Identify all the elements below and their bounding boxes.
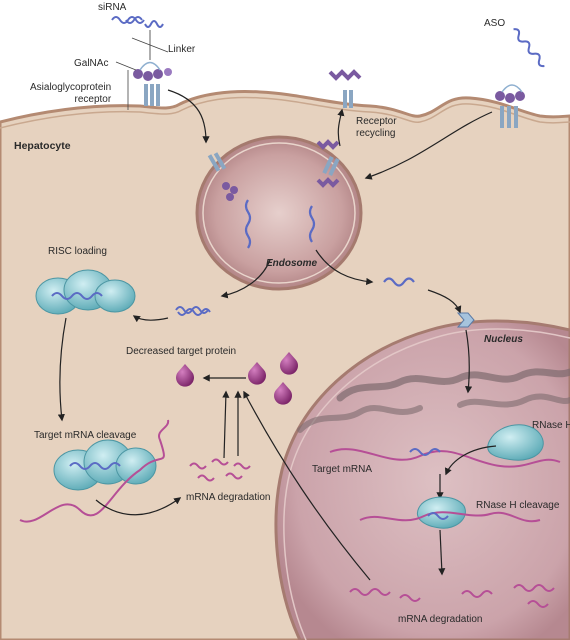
label-target-mrna-cleavage: Target mRNA cleavage bbox=[34, 430, 137, 441]
label-hepatocyte: Hepatocyte bbox=[14, 140, 71, 152]
mrna-nucleus-2 bbox=[359, 511, 541, 523]
label-aso: ASO bbox=[484, 18, 506, 29]
mrna-fragments-cytoplasm bbox=[189, 458, 251, 482]
risc-complex-2 bbox=[53, 439, 157, 491]
endosome-sirna bbox=[244, 199, 252, 249]
chromatin bbox=[336, 368, 570, 402]
label-linker: Linker bbox=[168, 44, 196, 55]
galnac-cluster bbox=[133, 61, 172, 81]
aso-galnac bbox=[495, 84, 525, 103]
label-target-mrna: Target mRNA bbox=[312, 464, 373, 475]
label-rnase-h-cleavage: RNase H cleavage bbox=[476, 500, 560, 511]
label-mrna-degradation-2: mRNA degradation bbox=[398, 614, 483, 625]
mrna-cytoplasm bbox=[19, 419, 170, 523]
label-sirna: siRNA bbox=[98, 2, 127, 13]
target-proteins bbox=[176, 352, 298, 405]
label-endosome: Endosome bbox=[266, 258, 318, 269]
receptor-1 bbox=[144, 84, 160, 106]
mrna-nucleus-1 bbox=[329, 448, 561, 468]
label-nucleus: Nucleus bbox=[484, 334, 523, 345]
label-galnac: GalNAc bbox=[74, 58, 109, 69]
recycled-receptor bbox=[328, 69, 362, 108]
rnase-h-1 bbox=[487, 424, 544, 461]
endosome-receptor-right bbox=[316, 139, 340, 188]
label-mrna-degradation-1: mRNA degradation bbox=[186, 492, 271, 503]
nucleus bbox=[274, 319, 570, 640]
label-receptor: Asialoglycoprotein receptor bbox=[30, 82, 112, 105]
label-receptor-recycling: Receptor recycling bbox=[356, 116, 397, 139]
endosome-receptor-left bbox=[207, 152, 238, 201]
released-aso bbox=[383, 277, 415, 287]
sirna-strand bbox=[111, 16, 164, 28]
aso-strand bbox=[513, 28, 545, 68]
mrna-fragments-nucleus bbox=[349, 584, 555, 608]
endosome bbox=[195, 135, 363, 291]
label-rnase-h: RNase H bbox=[532, 420, 570, 431]
label-risc-loading: RISC loading bbox=[48, 246, 107, 257]
nuclear-pore bbox=[456, 312, 475, 328]
endosome-aso bbox=[308, 205, 316, 243]
receptor-2 bbox=[500, 106, 518, 128]
risc-complex-1 bbox=[35, 269, 136, 315]
released-sirna bbox=[175, 306, 211, 316]
label-decreased-protein: Decreased target protein bbox=[126, 346, 237, 357]
